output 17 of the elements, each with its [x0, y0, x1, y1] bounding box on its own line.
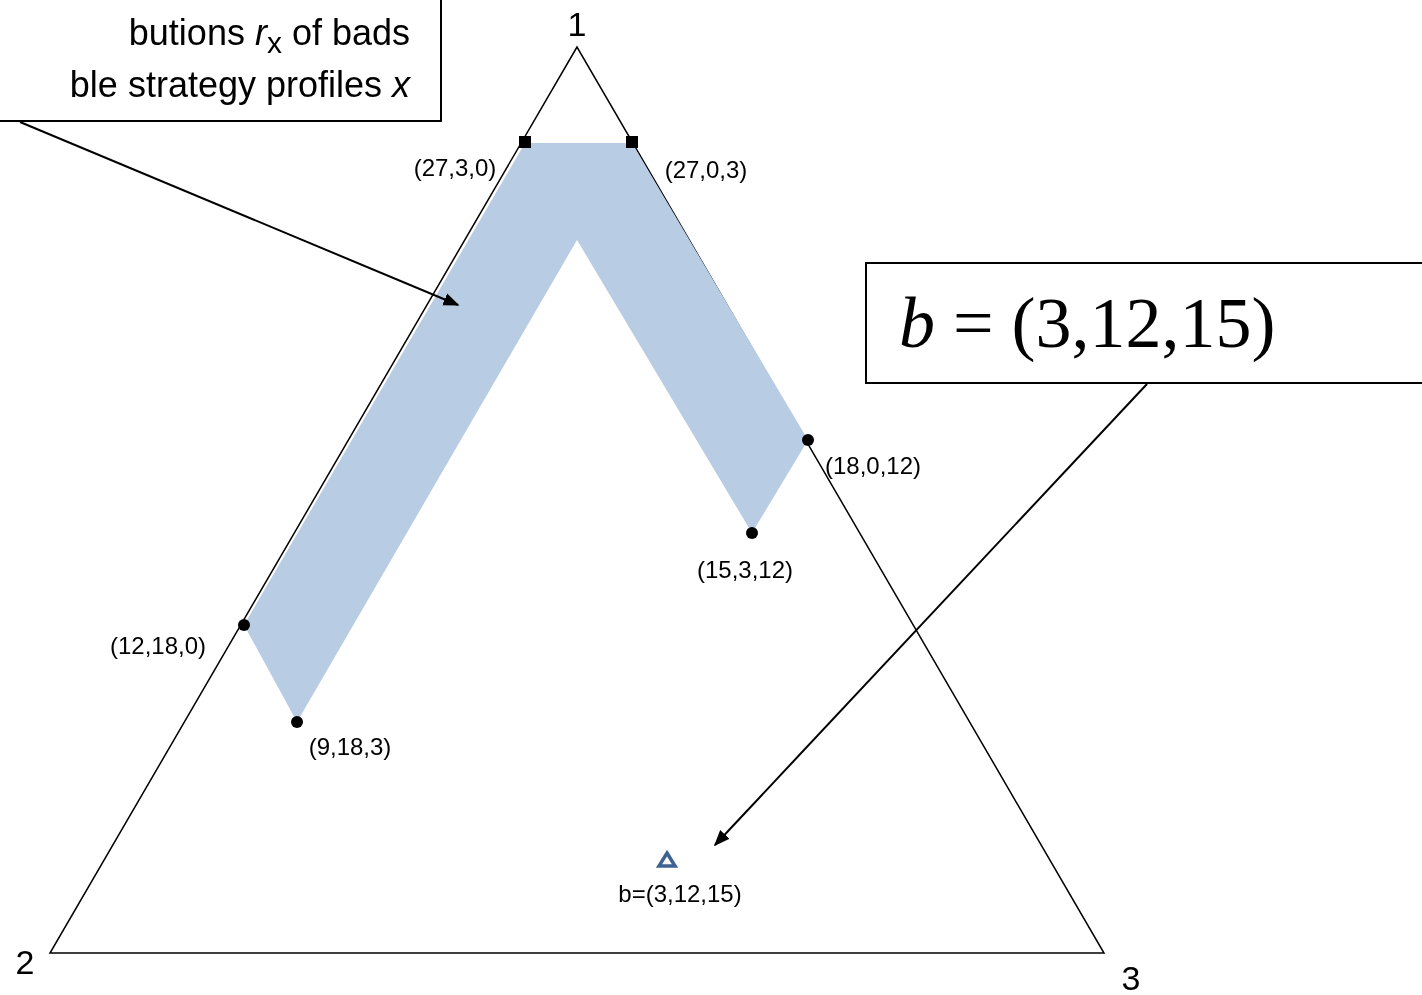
point-label: (27,3,0) [413, 154, 497, 182]
arrow [19, 121, 460, 306]
callout-box [0, 0, 442, 122]
callout-box [865, 262, 1422, 384]
point-label: (27,0,3) [664, 156, 748, 184]
point-label: b=(3,12,15) [618, 880, 742, 908]
arrow [713, 383, 1148, 847]
point-label: (18,0,12) [824, 452, 922, 480]
callout-text: ble strategy profiles x [69, 62, 410, 107]
callout-text: butions r$_{x}$ of bads [128, 10, 410, 61]
point-label: (9,18,3) [308, 733, 392, 761]
point-label: (12,18,0) [109, 632, 207, 660]
vertex-label: 1 [567, 4, 587, 44]
vertex-label: 3 [1121, 958, 1141, 995]
point-label: (15,3,12) [696, 556, 794, 584]
formula: b = (3,12,15) [899, 281, 1276, 365]
vertex-label: 2 [15, 942, 35, 982]
